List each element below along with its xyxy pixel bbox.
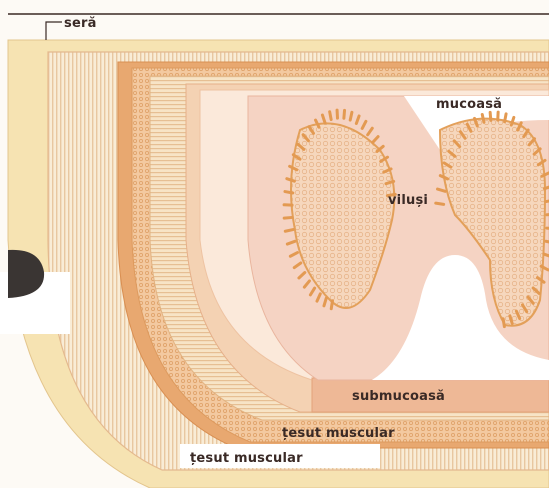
label-tesut-muscular-outer: țesut muscular	[190, 451, 303, 466]
villus-spike	[344, 110, 345, 118]
villus-spike	[482, 114, 484, 122]
villus-spike	[285, 230, 293, 232]
label-sera: seră	[64, 16, 97, 31]
label-mucoasa: mucoasă	[436, 97, 502, 112]
villus-spike	[503, 319, 504, 327]
villus-spike	[490, 112, 491, 120]
label-vilusi: viluși	[388, 193, 428, 208]
villus-spike	[284, 217, 292, 218]
villus-spike	[330, 112, 331, 120]
villus-spike	[505, 114, 506, 122]
villus-spike	[331, 301, 332, 309]
label-submucoasa: submucoasă	[352, 389, 445, 404]
villus-spike	[436, 203, 444, 204]
label-tesut-muscular-inner: țesut muscular	[282, 426, 395, 441]
villus-spike	[350, 112, 352, 120]
villus-spike	[285, 192, 293, 193]
